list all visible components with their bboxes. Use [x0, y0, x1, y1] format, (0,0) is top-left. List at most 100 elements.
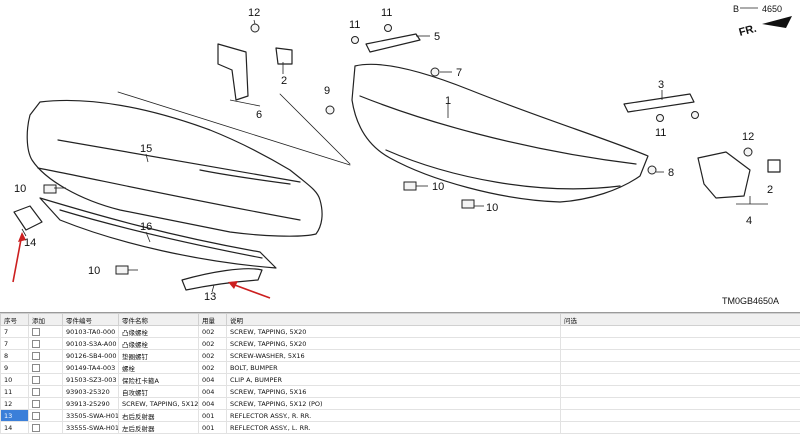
cell-part-no: 93903-25320 [63, 386, 119, 398]
bracket-right-small-shape [768, 160, 780, 172]
cell-name: 自攻螺钉 [119, 386, 199, 398]
cell-qty: 002 [199, 362, 227, 374]
exploded-view-drawing: B 4650 FR. 12 2 6 11 11 5 7 9 1 3 11 12 … [0, 0, 800, 310]
col-header-part-no[interactable]: 零件编号 [63, 314, 119, 326]
callout-10: 10 [14, 183, 26, 195]
callout-8: 8 [668, 167, 674, 179]
cell-qty: 002 [199, 350, 227, 362]
bumper-right-lower-crease [386, 150, 620, 189]
cell-choose[interactable] [561, 326, 800, 338]
bracket-right-shape [698, 152, 750, 198]
cell-qty: 004 [199, 374, 227, 386]
col-header-qty[interactable]: 用量 [199, 314, 227, 326]
bumper-right-crease [360, 96, 636, 164]
table-row[interactable]: 9 90149-TA4-003 螺栓 002 BOLT, BUMPER [1, 362, 800, 374]
cell-name: 垫圈螺钉 [119, 350, 199, 362]
cell-add [29, 398, 63, 410]
add-checkbox[interactable] [32, 388, 40, 396]
callout-16: 16 [140, 221, 152, 233]
direction-label: FR. [738, 23, 758, 39]
parts-diagram: B 4650 FR. 12 2 6 11 11 5 7 9 1 3 11 12 … [0, 0, 800, 310]
table-row[interactable]: 12 93913-25290 SCREW, TAPPING, 5X12 (PO)… [1, 398, 800, 410]
cell-desc: SCREW, TAPPING, 5X16 [227, 386, 561, 398]
bolt-9 [326, 106, 334, 114]
callout-11: 11 [381, 7, 392, 19]
bracket-strip-top-shape [366, 34, 420, 52]
drawing-reference-code: TM0GB4650A [722, 296, 779, 306]
callout-10: 10 [486, 202, 498, 214]
callout-2: 2 [281, 75, 287, 87]
red-arrow-right [232, 284, 270, 298]
screw-11-top [352, 37, 359, 44]
cell-choose[interactable] [561, 374, 800, 386]
cell-part-no: 90126-SB4-000 [63, 350, 119, 362]
add-checkbox[interactable] [32, 364, 40, 372]
callout-9: 9 [324, 85, 330, 97]
bracket-strip-side-shape [624, 94, 694, 112]
col-header-desc[interactable]: 说明 [227, 314, 561, 326]
cell-seq: 8 [1, 350, 29, 362]
cell-part-no: 90149-TA4-003 [63, 362, 119, 374]
add-checkbox[interactable] [32, 352, 40, 360]
col-header-seq[interactable]: 序号 [1, 314, 29, 326]
cell-choose[interactable] [561, 398, 800, 410]
callout-12: 12 [248, 7, 260, 19]
cell-qty: 002 [199, 326, 227, 338]
add-checkbox[interactable] [32, 400, 40, 408]
view-divider-line [118, 92, 350, 165]
add-checkbox[interactable] [32, 376, 40, 384]
table-row[interactable]: 7 90103-TA0-000 凸缘螺栓 002 SCREW, TAPPING,… [1, 326, 800, 338]
cell-seq: 7 [1, 326, 29, 338]
screw-8 [648, 166, 656, 174]
table-row[interactable]: 8 90126-SB4-000 垫圈螺钉 002 SCREW-WASHER, 5… [1, 350, 800, 362]
cell-add [29, 326, 63, 338]
add-checkbox[interactable] [32, 412, 40, 420]
rear-bumper-right-outline [352, 64, 648, 202]
callout-12: 12 [742, 131, 754, 143]
callout-14: 14 [24, 237, 36, 249]
table-row-selected[interactable]: 13 33505-SWA-H01 右后反射器 001 REFLECTOR ASS… [1, 410, 800, 422]
col-header-choose[interactable]: 问选 [561, 314, 800, 326]
screw-12-top [251, 24, 259, 32]
cell-part-no: 90103-TA0-000 [63, 326, 119, 338]
cell-name: 右后反射器 [119, 410, 199, 422]
callout-10: 10 [88, 265, 100, 277]
cell-part-no: 91503-SZ3-003 [63, 374, 119, 386]
table-row[interactable]: 11 93903-25320 自攻螺钉 004 SCREW, TAPPING, … [1, 386, 800, 398]
table-row[interactable]: 10 91503-SZ3-003 保险杠卡箍A 004 CLIP A, BUMP… [1, 374, 800, 386]
header-prefix: B [733, 4, 739, 14]
add-checkbox[interactable] [32, 340, 40, 348]
col-header-add[interactable]: 添加 [29, 314, 63, 326]
cell-part-no: 90103-S3A-A00 [63, 338, 119, 350]
bracket-small-shape [276, 48, 292, 64]
clip-10-center [404, 182, 416, 190]
screw-7 [431, 68, 439, 76]
cell-seq: 9 [1, 362, 29, 374]
cell-add [29, 410, 63, 422]
cell-seq: 7 [1, 338, 29, 350]
callout-13: 13 [204, 291, 216, 303]
callout-6: 6 [256, 109, 262, 121]
callout-2: 2 [767, 184, 773, 196]
table-header-row: 序号 添加 零件编号 零件名称 用量 说明 问选 [1, 314, 800, 326]
cell-seq: 10 [1, 374, 29, 386]
cell-desc: CLIP A, BUMPER [227, 374, 561, 386]
cell-part-no: 93913-25290 [63, 398, 119, 410]
cell-desc: SCREW, TAPPING, 5X20 [227, 338, 561, 350]
header-code: 4650 [762, 4, 782, 14]
clip-10-bottom [116, 266, 128, 274]
cell-choose[interactable] [561, 362, 800, 374]
cell-choose[interactable] [561, 338, 800, 350]
table-row[interactable]: 7 90103-S3A-A00 凸缘螺栓 002 SCREW, TAPPING,… [1, 338, 800, 350]
add-checkbox[interactable] [32, 328, 40, 336]
bumper-left-lower-crease [38, 168, 300, 220]
view-divider-line-2 [280, 94, 350, 164]
cell-desc: SCREW, TAPPING, 5X12 (PO) [227, 398, 561, 410]
cell-choose[interactable] [561, 410, 800, 422]
cell-desc: BOLT, BUMPER [227, 362, 561, 374]
col-header-name[interactable]: 零件名称 [119, 314, 199, 326]
cell-choose[interactable] [561, 350, 800, 362]
cell-choose[interactable] [561, 386, 800, 398]
cell-qty: 004 [199, 386, 227, 398]
parts-table: 序号 添加 零件编号 零件名称 用量 说明 问选 7 90103-TA0-000… [0, 313, 800, 434]
